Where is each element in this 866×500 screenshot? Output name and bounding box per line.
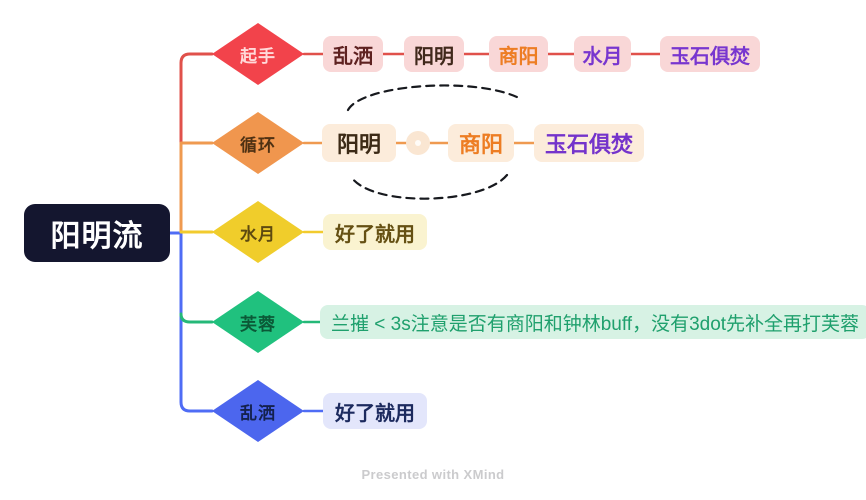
cycle-arrow-bottom [350, 173, 509, 200]
branch-diamond-furong[interactable]: 芙蓉 [212, 291, 304, 353]
topic-shangyang[interactable]: 商阳 [489, 36, 548, 72]
topic-yushijufen-loop[interactable]: 玉石俱焚 [534, 124, 644, 162]
topic-shuiyue[interactable]: 水月 [574, 36, 631, 72]
trunk-line-qishou [179, 52, 214, 145]
trunk-line-luansa [168, 231, 214, 413]
topic-yangming[interactable]: 阳明 [404, 36, 464, 72]
collapsed-topic-indicator[interactable] [406, 131, 430, 155]
trunk-line-furong [179, 312, 214, 324]
branch-diamond-xunhuan[interactable]: 循环 [212, 112, 304, 174]
topic-yushijufen[interactable]: 玉石俱焚 [660, 36, 760, 72]
cycle-arrow-top [346, 84, 523, 112]
topic-shangyang-loop[interactable]: 商阳 [448, 124, 514, 162]
branch-diamond-qishou[interactable]: 起手 [212, 23, 304, 85]
branch-diamond-luansa[interactable]: 乱洒 [212, 380, 304, 442]
topic-luansa[interactable]: 乱洒 [323, 36, 383, 72]
branch-diamond-shuiyue[interactable]: 水月 [212, 201, 304, 263]
trunk-line-xunhuan [179, 141, 214, 235]
root-node[interactable]: 阳明流 [24, 204, 170, 262]
collapsed-dot-icon [415, 140, 421, 146]
topic-furong-note[interactable]: 兰摧 < 3s注意是否有商阳和钟林buff，没有3dot先补全再打芙蓉 [320, 305, 866, 339]
xmind-watermark: Presented with XMind [361, 467, 505, 482]
topic-yangming-loop[interactable]: 阳明 [322, 124, 396, 162]
topic-luansa-note[interactable]: 好了就用 [323, 393, 427, 429]
topic-shuiyue-note[interactable]: 好了就用 [323, 214, 427, 250]
